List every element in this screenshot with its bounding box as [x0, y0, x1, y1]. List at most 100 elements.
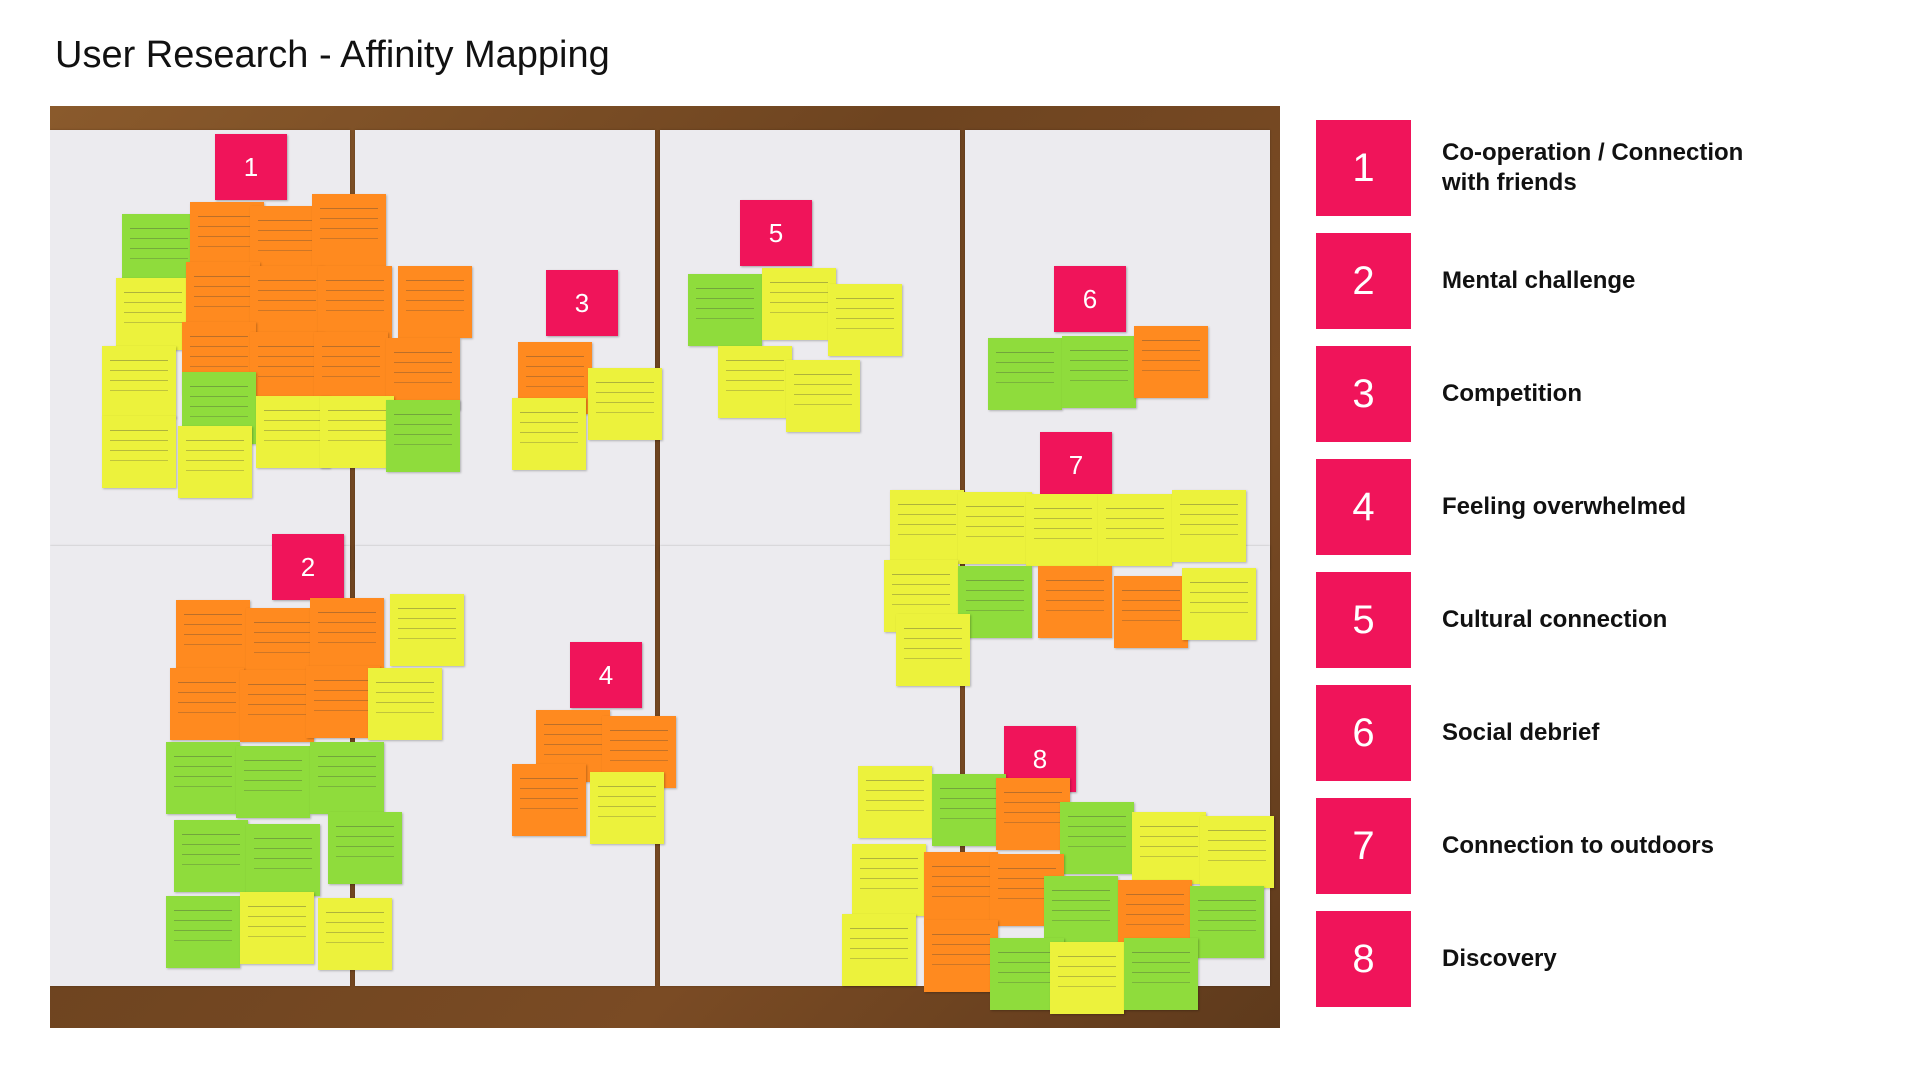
cluster-label-7: 7	[1040, 432, 1112, 498]
sticky-note	[828, 284, 902, 356]
sticky-note	[1134, 326, 1208, 398]
sticky-note	[924, 852, 998, 924]
sticky-note	[588, 368, 662, 440]
sticky-note	[1114, 576, 1188, 648]
sticky-note	[1026, 494, 1100, 566]
sticky-note	[1124, 938, 1198, 1010]
legend-item-6: 6 Social debrief	[1316, 685, 1876, 781]
legend-number: 1	[1316, 120, 1411, 216]
sticky-note	[178, 426, 252, 498]
legend-item-3: 3 Competition	[1316, 346, 1876, 442]
cluster-label-6: 6	[1054, 266, 1126, 332]
legend-item-8: 8 Discovery	[1316, 911, 1876, 1007]
sticky-note	[1060, 802, 1134, 874]
sticky-note	[166, 896, 240, 968]
sticky-note	[590, 772, 664, 844]
sticky-note	[996, 778, 1070, 850]
sticky-note	[1044, 876, 1118, 948]
legend-label: Connection to outdoors	[1442, 832, 1714, 859]
sticky-note	[122, 214, 196, 286]
cluster-label-3: 3	[546, 270, 618, 336]
sticky-note	[306, 666, 380, 738]
sticky-note	[512, 764, 586, 836]
sticky-note	[858, 766, 932, 838]
sticky-note	[958, 492, 1032, 564]
sticky-note	[166, 742, 240, 814]
sticky-note	[1190, 886, 1264, 958]
cluster-label-4: 4	[570, 642, 642, 708]
sticky-note	[1200, 816, 1274, 888]
sticky-note	[958, 566, 1032, 638]
affinity-map-photo: 1 2	[50, 106, 1280, 1028]
legend-number: 3	[1316, 346, 1411, 442]
sticky-note	[1098, 494, 1172, 566]
sticky-note	[310, 742, 384, 814]
sticky-note	[1038, 566, 1112, 638]
sticky-note	[386, 338, 460, 410]
cluster-label-1: 1	[215, 134, 287, 200]
sticky-note	[314, 332, 388, 404]
cluster-label-2: 2	[272, 534, 344, 600]
sticky-note	[786, 360, 860, 432]
sticky-note	[318, 266, 392, 338]
sticky-note	[1172, 490, 1246, 562]
sticky-note	[250, 332, 324, 404]
legend-item-1: 1 Co-operation / Connection with friends	[1316, 120, 1876, 216]
legend-number: 6	[1316, 685, 1411, 781]
sticky-note	[246, 824, 320, 896]
sticky-note	[1132, 812, 1206, 884]
sticky-note	[932, 774, 1006, 846]
sticky-note	[320, 396, 394, 468]
sticky-note	[1050, 942, 1124, 1014]
sticky-note	[256, 396, 330, 468]
legend-label: Social debrief	[1442, 719, 1600, 746]
legend-label: Discovery	[1442, 945, 1557, 972]
sticky-note	[312, 194, 386, 266]
sticky-note	[250, 266, 324, 338]
sticky-note	[386, 400, 460, 472]
legend-item-5: 5 Cultural connection	[1316, 572, 1876, 668]
sticky-note	[398, 266, 472, 338]
sticky-note	[236, 746, 310, 818]
sticky-note	[852, 844, 926, 916]
sticky-note	[328, 812, 402, 884]
sticky-note	[512, 398, 586, 470]
sticky-note	[1182, 568, 1256, 640]
legend-number: 5	[1316, 572, 1411, 668]
sticky-note	[924, 920, 998, 992]
legend-item-7: 7 Connection to outdoors	[1316, 798, 1876, 894]
page-title: User Research - Affinity Mapping	[55, 34, 610, 76]
legend-number: 4	[1316, 459, 1411, 555]
sticky-note	[240, 892, 314, 964]
legend-item-2: 2 Mental challenge	[1316, 233, 1876, 329]
sticky-note	[318, 898, 392, 970]
sticky-note	[390, 594, 464, 666]
sticky-note	[890, 490, 964, 562]
sticky-note	[310, 598, 384, 670]
sticky-note	[174, 820, 248, 892]
cluster-label-5: 5	[740, 200, 812, 266]
sticky-note	[176, 600, 250, 672]
legend-number: 8	[1316, 911, 1411, 1007]
legend-label: Co-operation / Connection with friends	[1442, 139, 1744, 196]
sticky-note	[988, 338, 1062, 410]
legend-label: Feeling overwhelmed	[1442, 493, 1687, 520]
legend-item-4: 4 Feeling overwhelmed	[1316, 459, 1876, 555]
sticky-note	[240, 670, 314, 742]
legend-number: 2	[1316, 233, 1411, 329]
sticky-note	[170, 668, 244, 740]
sticky-note	[842, 914, 916, 986]
sticky-note	[116, 278, 190, 350]
legend-number: 7	[1316, 798, 1411, 894]
sticky-note	[688, 274, 762, 346]
legend-label: Mental challenge	[1442, 267, 1636, 294]
legend-label: Competition	[1442, 380, 1582, 407]
sticky-note	[368, 668, 442, 740]
sticky-note	[718, 346, 792, 418]
legend-label: Cultural connection	[1442, 606, 1668, 633]
sticky-note	[896, 614, 970, 686]
sticky-note	[762, 268, 836, 340]
sticky-note	[1062, 336, 1136, 408]
sticky-note	[102, 346, 176, 418]
